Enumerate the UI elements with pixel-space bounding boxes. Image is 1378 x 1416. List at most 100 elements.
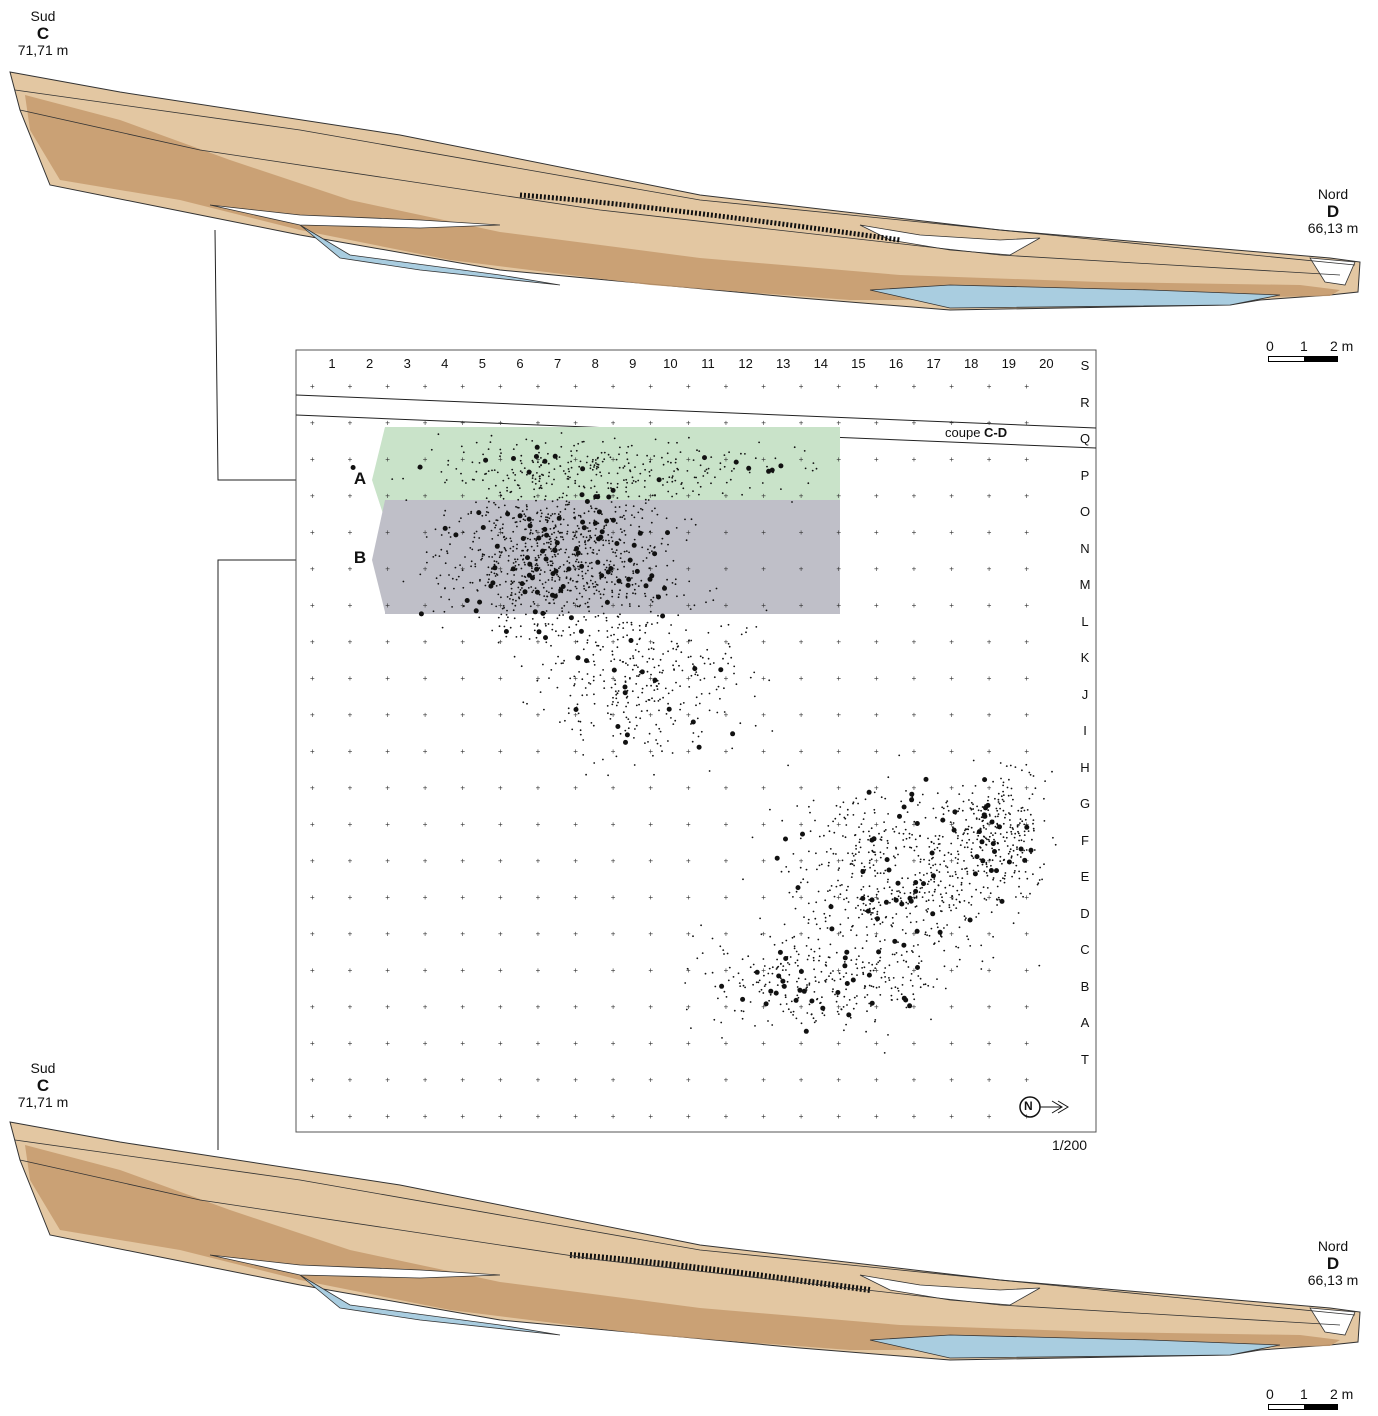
find-point <box>459 564 461 566</box>
section-top-drawing <box>9 71 1361 311</box>
scale-tick-0: 0 <box>1266 1386 1274 1402</box>
direction-label: Sud <box>30 8 56 24</box>
grid-cross: + <box>385 893 390 902</box>
find-point <box>651 550 653 553</box>
find-point <box>648 551 651 554</box>
find-point <box>556 498 559 501</box>
find-point <box>577 565 579 568</box>
find-point <box>500 494 502 497</box>
find-point <box>566 532 568 535</box>
find-point <box>480 525 486 530</box>
find-point <box>621 561 624 563</box>
grid-cross: + <box>648 419 653 428</box>
find-point <box>577 514 580 517</box>
grid-cross: + <box>536 419 541 428</box>
find-point <box>562 538 565 541</box>
grid-cross: + <box>385 1076 390 1085</box>
grid-cross: + <box>648 565 653 574</box>
zone-a-fill <box>385 427 840 500</box>
find-point <box>532 609 538 615</box>
grid-cross: + <box>987 382 992 391</box>
find-point <box>631 514 633 516</box>
grid-cross: + <box>799 492 804 501</box>
grid-cross: + <box>573 747 578 756</box>
grid-cross: + <box>348 382 353 391</box>
grid-cross: + <box>498 455 503 464</box>
grid-cross: + <box>761 893 766 902</box>
find-point <box>491 629 494 632</box>
grid-cross: + <box>912 820 917 829</box>
find-point <box>513 580 515 583</box>
find-point <box>522 589 528 595</box>
grid-cross: + <box>648 455 653 464</box>
find-point <box>470 510 473 513</box>
grid-cross: + <box>874 930 879 939</box>
grid-cross: + <box>348 747 353 756</box>
grid-cross: + <box>310 492 315 501</box>
find-point <box>533 538 536 540</box>
find-point <box>715 587 718 590</box>
grid-cross: + <box>310 528 315 537</box>
find-point <box>619 589 621 592</box>
grid-cross: + <box>611 857 616 866</box>
grid-cross: + <box>310 1076 315 1085</box>
grid-cross: + <box>949 382 954 391</box>
find-point <box>485 514 487 517</box>
find-point <box>652 551 658 557</box>
find-point <box>575 587 578 590</box>
find-point <box>451 606 453 608</box>
find-point <box>529 538 532 541</box>
find-point <box>432 610 435 613</box>
grid-cross: + <box>348 455 353 464</box>
find-point <box>477 549 480 552</box>
grid-cross: + <box>573 820 578 829</box>
find-point <box>519 589 522 591</box>
find-point <box>561 531 563 534</box>
grid-cross: + <box>836 1076 841 1085</box>
find-point <box>551 576 554 579</box>
find-point <box>548 591 550 594</box>
find-point <box>563 604 566 607</box>
find-point <box>561 591 564 594</box>
find-point <box>674 583 677 586</box>
find-point <box>543 616 545 619</box>
find-point <box>559 565 562 568</box>
grid-cross: + <box>912 419 917 428</box>
grid-cross: + <box>498 382 503 391</box>
find-point <box>495 524 497 527</box>
find-point <box>524 536 527 539</box>
grid-cross: + <box>611 784 616 793</box>
find-point <box>474 565 477 568</box>
grid-cross: + <box>799 930 804 939</box>
grid-cross: + <box>385 492 390 501</box>
grid-cross: + <box>987 820 992 829</box>
find-point <box>539 538 541 541</box>
grid-cross: + <box>1024 455 1029 464</box>
find-point <box>608 542 611 545</box>
grid-cross: + <box>498 565 503 574</box>
grid-cross: + <box>912 784 917 793</box>
grid-cross: + <box>573 492 578 501</box>
grid-cross: + <box>686 966 691 975</box>
grid-cross: + <box>498 601 503 610</box>
find-point <box>558 532 561 534</box>
find-point <box>615 522 618 524</box>
find-point <box>545 624 547 627</box>
grid-cross: + <box>912 565 917 574</box>
grid-cross: + <box>724 601 729 610</box>
grid-cross: + <box>761 820 766 829</box>
find-point <box>509 547 512 550</box>
find-point <box>491 556 494 558</box>
find-point <box>479 580 481 582</box>
find-point <box>622 636 625 638</box>
find-point <box>478 537 481 539</box>
find-point <box>622 467 625 469</box>
find-point <box>544 532 550 538</box>
find-point <box>651 510 653 512</box>
find-point <box>544 495 547 497</box>
grid-cross: + <box>611 747 616 756</box>
grid-cross: + <box>1024 1003 1029 1012</box>
find-point <box>561 536 564 538</box>
grid-cross: + <box>949 1003 954 1012</box>
find-point <box>481 553 484 556</box>
